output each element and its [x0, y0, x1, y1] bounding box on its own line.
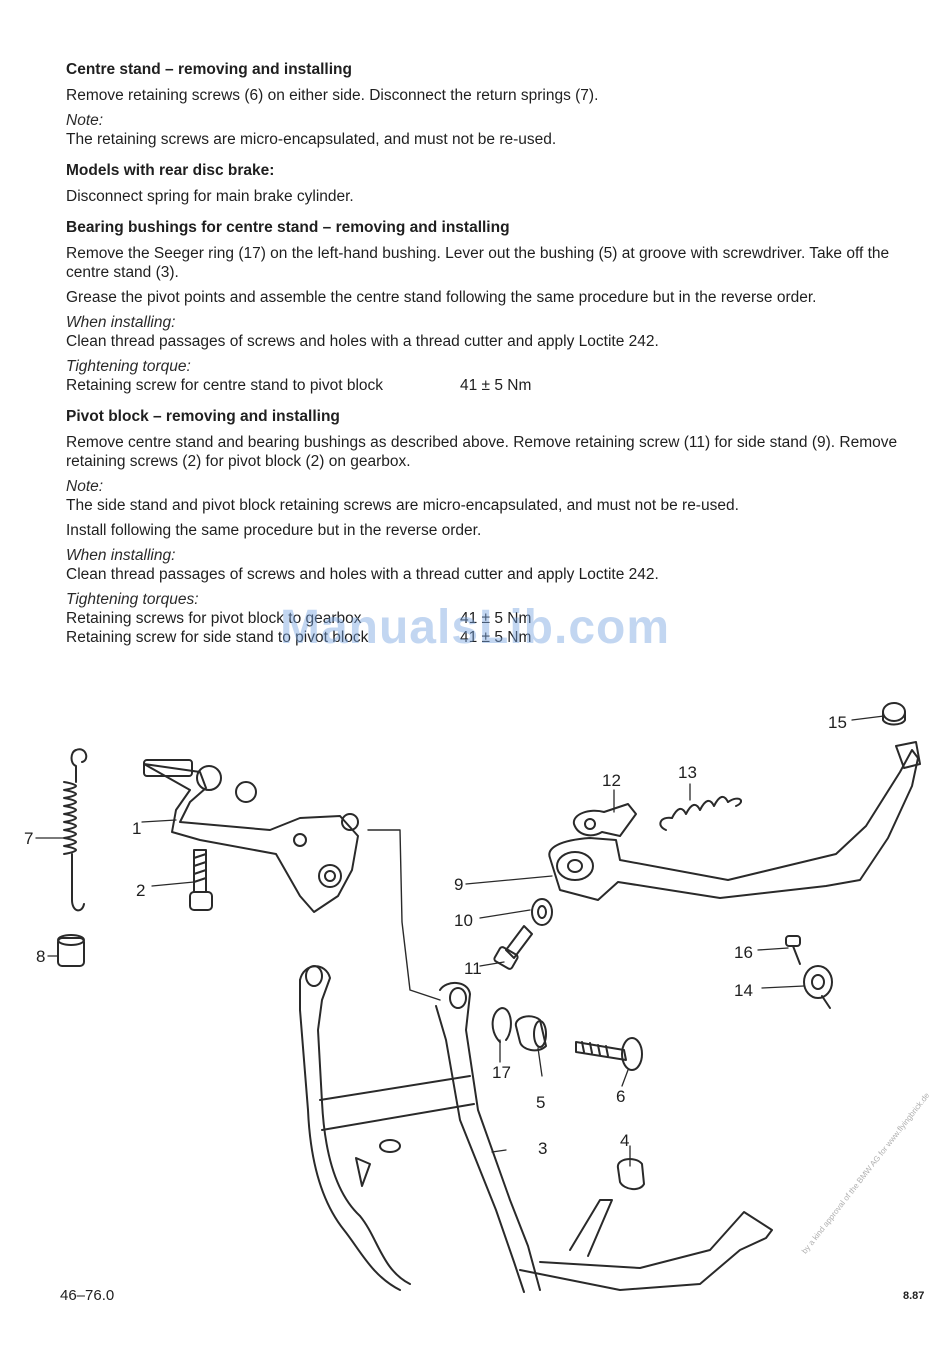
torque-value: 41 ± 5 Nm: [460, 610, 532, 627]
rubber-stop-14-drawing: [803, 965, 833, 1009]
paragraph: Grease the pivot points and assemble the…: [66, 289, 817, 306]
part-label-1: 1: [132, 819, 141, 838]
torque-value: 41 ± 5 Nm: [460, 629, 532, 646]
section-heading: Models with rear disc brake:: [66, 162, 275, 179]
torque-item: Retaining screws for pivot block to gear…: [66, 610, 362, 627]
install-label: When installing:: [66, 547, 176, 564]
paragraph: Install following the same procedure but…: [66, 522, 482, 539]
torque-value: 41 ± 5 Nm: [460, 377, 532, 394]
seeger-ring-17-drawing: [491, 1007, 512, 1043]
return-spring-drawing: [63, 748, 88, 912]
torque-label: Tightening torque:: [66, 358, 191, 375]
part-label-14: 14: [734, 981, 753, 1000]
section-pivot-block: Pivot block – removing and installing Re…: [66, 407, 926, 647]
part-label-13: 13: [678, 763, 697, 782]
torque-row: Retaining screws for pivot block to gear…: [66, 609, 926, 628]
part-label-5: 5: [536, 1093, 545, 1112]
part-number-labels: 1 2 3 4 5 6 7 8 9 10 11 12 13 14 15 16 1…: [24, 713, 847, 1158]
part-label-10: 10: [454, 911, 473, 930]
torque-item: Retaining screw for centre stand to pivo…: [66, 377, 384, 394]
bushing-5-drawing: [514, 1015, 547, 1052]
cap-15-drawing: [882, 702, 906, 726]
bracket-12-drawing: [572, 803, 637, 837]
paragraph: Remove centre stand and bearing bushings…: [66, 434, 898, 470]
torque-row: Retaining screw for centre stand to pivo…: [66, 376, 926, 395]
part-label-3: 3: [538, 1139, 547, 1158]
spring-13-drawing: [659, 795, 743, 831]
screw-11-drawing: [493, 925, 533, 970]
torque-row: Retaining screw for side stand to pivot …: [66, 628, 926, 647]
section-heading: Centre stand – removing and installing: [66, 61, 352, 78]
part-label-7: 7: [24, 829, 33, 848]
part-label-17: 17: [492, 1063, 511, 1082]
section-heading: Pivot block – removing and installing: [66, 408, 340, 425]
page-reference: 46–76.0: [60, 1287, 115, 1304]
install-text: Clean thread passages of screws and hole…: [66, 566, 659, 583]
section-rear-disc-brake: Models with rear disc brake: Disconnect …: [66, 161, 926, 206]
instructions-text: Centre stand – removing and installing R…: [66, 60, 926, 659]
leader-lines: [35, 715, 885, 1167]
torque-item: Retaining screw for side stand to pivot …: [66, 629, 369, 646]
washer-10-drawing: [531, 898, 553, 926]
part-label-4: 4: [620, 1131, 629, 1150]
note-label: Note:: [66, 478, 104, 495]
part-label-2: 2: [136, 881, 145, 900]
torque-label: Tightening torques:: [66, 591, 199, 608]
part-label-12: 12: [602, 771, 621, 790]
part-label-8: 8: [36, 947, 45, 966]
pivot-block-drawing: [143, 759, 359, 913]
paragraph: Remove the Seeger ring (17) on the left-…: [66, 245, 890, 281]
install-label: When installing:: [66, 314, 176, 331]
exploded-parts-diagram: 1 2 3 4 5 6 7 8 9 10 11 12 13 14 15 16 1…: [24, 702, 921, 1293]
section-heading: Bearing bushings for centre stand – remo…: [66, 219, 510, 236]
screw-16-drawing: [785, 935, 801, 965]
screw-2-drawing: [189, 849, 213, 911]
paragraph: Remove retaining screws (6) on either si…: [66, 87, 599, 104]
centre-stand-drawing: [299, 965, 773, 1293]
retaining-screw-6-drawing: [575, 1037, 643, 1071]
rubber-pad-4-drawing: [616, 1158, 645, 1190]
side-stand-drawing: [548, 741, 921, 901]
section-centre-stand: Centre stand – removing and installing R…: [66, 60, 926, 149]
date-code: 8.87: [903, 1290, 925, 1302]
install-text: Clean thread passages of screws and hole…: [66, 333, 659, 350]
note-text: The side stand and pivot block retaining…: [66, 497, 739, 514]
section-bearing-bushings: Bearing bushings for centre stand – remo…: [66, 218, 926, 395]
part-label-15: 15: [828, 713, 847, 732]
note-text: The retaining screws are micro-encapsula…: [66, 131, 557, 148]
assembly-leader-line: [367, 829, 441, 1001]
note-label: Note:: [66, 112, 104, 129]
part-label-16: 16: [734, 943, 753, 962]
paragraph: Disconnect spring for main brake cylinde…: [66, 188, 354, 205]
part-label-11: 11: [464, 959, 482, 978]
bushing-8-drawing: [57, 934, 85, 967]
part-label-6: 6: [616, 1087, 625, 1106]
part-label-9: 9: [454, 875, 463, 894]
